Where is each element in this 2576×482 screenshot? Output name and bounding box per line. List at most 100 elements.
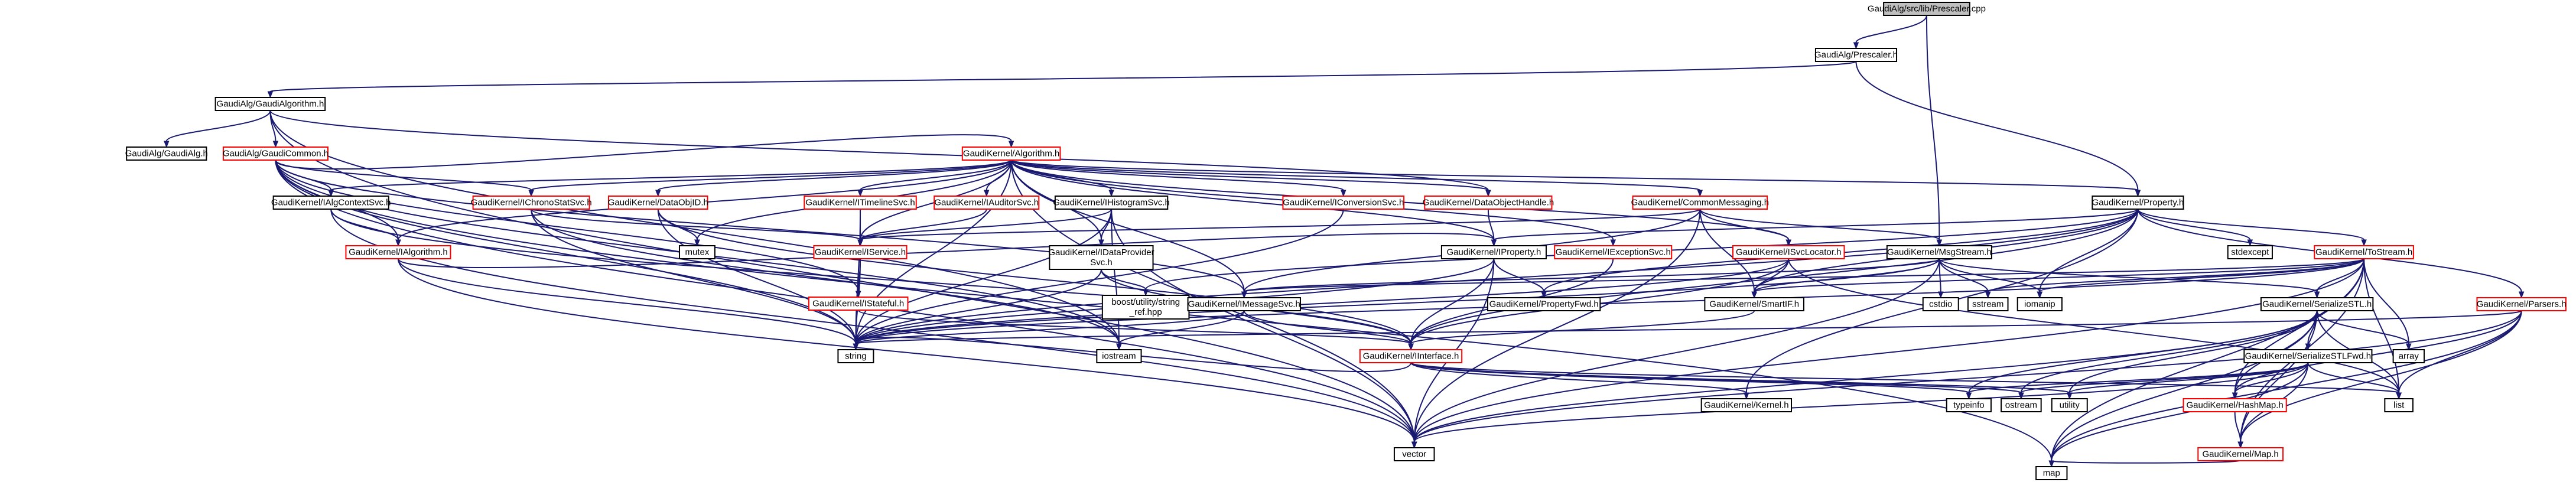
edge-arrowhead xyxy=(2048,460,2055,468)
node-array[interactable]: array xyxy=(2392,349,2425,363)
node-box xyxy=(1946,398,1992,412)
edge-line xyxy=(2051,310,2522,461)
edge-arrowhead xyxy=(1751,291,1757,299)
node-label: GaudiKernel/MsgStream.h xyxy=(1887,247,1992,258)
node-box xyxy=(837,349,874,363)
node-box xyxy=(126,146,207,161)
edge-line xyxy=(531,159,1012,191)
edge-line xyxy=(269,61,1857,92)
edge-line xyxy=(1410,362,2070,393)
node-itimelinesvc-h[interactable]: GaudiKernel/ITimelineSvc.h xyxy=(804,196,917,210)
node-dataobjid-h[interactable]: GaudiKernel/DataObjID.h xyxy=(608,196,708,210)
node-map-h[interactable]: GaudiKernel/Map.h xyxy=(2197,447,2284,461)
node-ostream[interactable]: ostream xyxy=(2001,398,2042,412)
edge-line xyxy=(657,209,857,344)
edge-gaudialgorithm_h-to-gaudialg_h xyxy=(164,110,271,148)
node-label: GaudiKernel/IService.h xyxy=(815,247,906,258)
node-kernel-h[interactable]: GaudiKernel/Kernel.h xyxy=(1700,398,1793,412)
node-mutex[interactable]: mutex xyxy=(678,245,715,259)
edge-line xyxy=(2068,310,2318,393)
node-propertyfwd-h[interactable]: GaudiKernel/PropertyFwd.h xyxy=(1487,297,1601,311)
node-ichronostatsvc-h[interactable]: GaudiKernel/IChronoStatSvc.h xyxy=(471,196,592,210)
node-stdexcept[interactable]: stdexcept xyxy=(2227,245,2273,259)
node-label: GaudiKernel/IExceptionSvc.h xyxy=(1556,247,1671,258)
node-cstdio[interactable]: cstdio xyxy=(1922,297,1959,311)
edge-line xyxy=(1410,362,1747,393)
node-label: GaudiKernel/Map.h xyxy=(2203,450,2279,460)
node-iinterface-h[interactable]: GaudiKernel/IInterface.h xyxy=(1359,349,1463,363)
node-iservice-h[interactable]: GaudiKernel/IService.h xyxy=(813,245,908,259)
node-smartif-h[interactable]: GaudiKernel/SmartIF.h xyxy=(1704,297,1804,311)
node-box xyxy=(1814,48,1898,62)
node-label: GaudiKernel/IStateful.h xyxy=(812,299,904,309)
node-iomanip[interactable]: iomanip xyxy=(2016,297,2063,311)
node-label: GaudiKernel/ISvcLocator.h xyxy=(1736,247,1841,258)
node-iconversionsvc-h[interactable]: GaudiKernel/IConversionSvc.h xyxy=(1282,196,1405,210)
node-serializestlfwd-h[interactable]: GaudiKernel/SerializeSTLFwd.h xyxy=(2243,349,2373,363)
node-iproperty-h[interactable]: GaudiKernel/IProperty.h xyxy=(1440,245,1547,259)
edge-arrowhead xyxy=(1241,291,1247,299)
node-gaudialg-h[interactable]: GaudiAlg/GaudiAlg.h xyxy=(125,146,208,161)
node-label: GaudiKernel/IChronoStatSvc.h xyxy=(471,198,592,208)
edge-algorithm_h-to-iconversionsvc_h xyxy=(1010,159,1346,197)
edge-line xyxy=(275,159,532,191)
node-boost-string-ref[interactable]: boost/utility/string_ref.hpp xyxy=(1101,295,1190,320)
edge-arrowhead xyxy=(164,141,170,148)
node-label: cstdio xyxy=(1929,299,1952,310)
edge-arrowhead xyxy=(1408,343,1414,351)
edge-line xyxy=(2137,209,2251,240)
node-label: GaudiKernel/SerializeSTL.h xyxy=(2262,299,2372,310)
edge-arrowhead xyxy=(1341,190,1346,197)
node-serializestl-h[interactable]: GaudiKernel/SerializeSTL.h xyxy=(2260,297,2374,311)
node-utility[interactable]: utility xyxy=(2051,398,2088,412)
node-label: GaudiKernel/IConversionSvc.h xyxy=(1283,198,1404,208)
edge-arrowhead xyxy=(272,141,279,148)
node-box xyxy=(2197,447,2284,461)
node-isvclocator-h[interactable]: GaudiKernel/ISvcLocator.h xyxy=(1732,245,1845,259)
node-msgstream-h[interactable]: GaudiKernel/MsgStream.h xyxy=(1886,245,1992,259)
node-istateful-h[interactable]: GaudiKernel/IStateful.h xyxy=(808,297,909,311)
node-hashmap-h[interactable]: GaudiKernel/HashMap.h xyxy=(2183,398,2287,412)
node-gaudicommon-h[interactable]: GaudiAlg/GaudiCommon.h xyxy=(223,146,328,161)
node-ihistogramsvc-h[interactable]: GaudiKernel/IHistogramSvc.h xyxy=(1053,196,1170,210)
edge-line xyxy=(860,209,987,240)
node-dataobjecthandle-h[interactable]: GaudiKernel/DataObjectHandle.h xyxy=(1423,196,1554,210)
node-sstream[interactable]: sstream xyxy=(1967,297,2009,311)
edge-arrowhead xyxy=(1116,343,1122,351)
edges-layer xyxy=(164,15,2525,468)
node-ialgcontextsvc-h[interactable]: GaudiKernel/IAlgContextSvc.h xyxy=(271,196,391,210)
edge-arrowhead xyxy=(2396,392,2402,400)
node-iexceptionsvc-h[interactable]: GaudiKernel/IExceptionSvc.h xyxy=(1554,245,1673,259)
node-box xyxy=(2314,245,2414,259)
node-iostream[interactable]: iostream xyxy=(1096,349,1142,363)
edge-arrowhead xyxy=(984,190,990,197)
node-tostream-h[interactable]: GaudiKernel/ToStream.h xyxy=(2314,245,2414,259)
edge-line xyxy=(165,110,271,142)
node-vector[interactable]: vector xyxy=(1393,447,1435,461)
node-box xyxy=(1922,297,1959,311)
node-commonmessaging-h[interactable]: GaudiKernel/CommonMessaging.h xyxy=(1631,196,1769,210)
edge-arrowhead xyxy=(2135,190,2141,197)
node-box xyxy=(2384,398,2414,412)
node-typeinfo[interactable]: typeinfo xyxy=(1946,398,1992,412)
node-ialgorithm-h[interactable]: GaudiKernel/IAlgorithm.h xyxy=(345,245,451,259)
node-map[interactable]: map xyxy=(2035,466,2068,480)
node-gaudialgorithm-h[interactable]: GaudiAlg/GaudiAlgorithm.h xyxy=(214,97,326,111)
node-label: list xyxy=(2393,400,2405,411)
node-string[interactable]: string xyxy=(837,349,874,363)
node-prescaler-h[interactable]: GaudiAlg/Prescaler.h xyxy=(1814,48,1898,62)
edge-arrowhead xyxy=(2232,392,2238,400)
edge-line xyxy=(531,209,861,240)
node-parsers-h[interactable]: GaudiKernel/Parsers.h xyxy=(2476,297,2567,311)
node-box xyxy=(1393,447,1435,461)
node-imessagesvc-h[interactable]: GaudiKernel/IMessageSvc.h xyxy=(1187,297,1301,311)
node-property-h[interactable]: GaudiKernel/Property.h xyxy=(2092,196,2184,210)
node-list[interactable]: list xyxy=(2384,398,2414,412)
edge-line xyxy=(1410,310,1755,344)
node-iauditorsvc-h[interactable]: GaudiKernel/IAuditorSvc.h xyxy=(934,196,1040,210)
node-algorithm-h[interactable]: GaudiKernel/Algorithm.h xyxy=(961,146,1061,161)
edge-arrowhead xyxy=(1744,392,1749,400)
node-label: GaudiKernel/HashMap.h xyxy=(2187,400,2284,411)
edge-arrowhead xyxy=(1098,239,1104,247)
